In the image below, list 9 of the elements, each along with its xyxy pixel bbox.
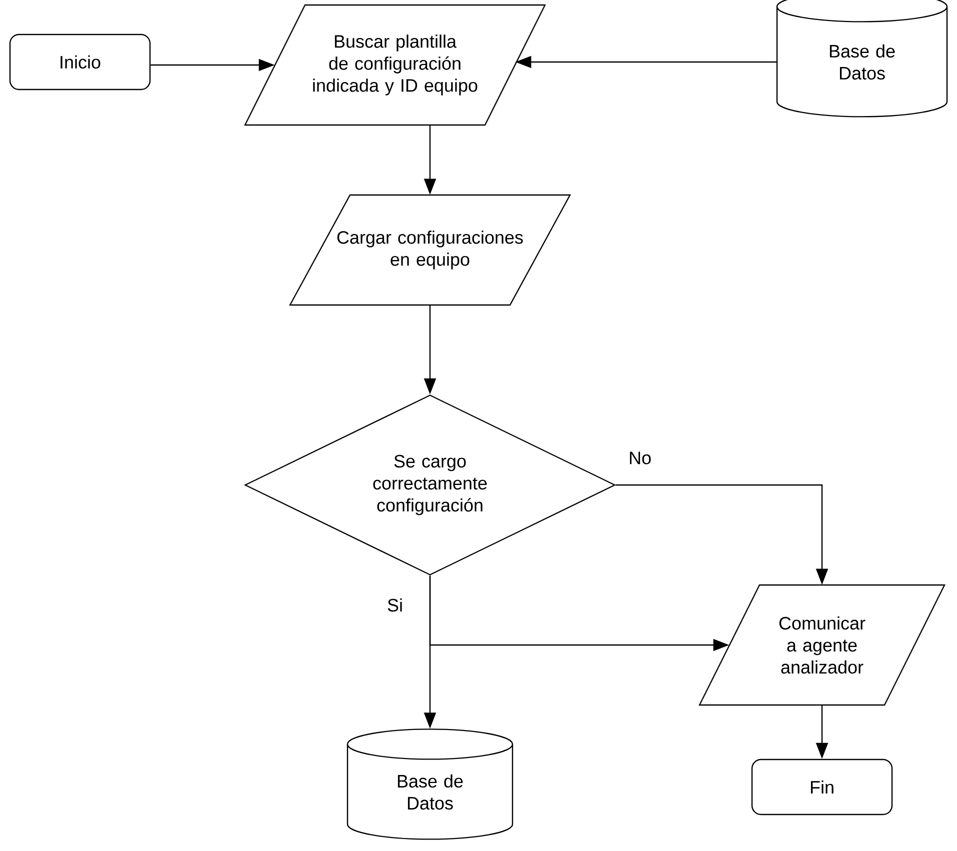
input-output-box: Comunicar a agente analizador xyxy=(698,584,946,706)
edge-label: Si xyxy=(385,596,405,614)
database-cylinder: Base de Datos xyxy=(776,0,948,118)
database-cylinder: Base de Datos xyxy=(346,728,514,840)
input-output-box: Cargar configuraciones en equipo xyxy=(289,194,572,306)
terminal-box: Fin xyxy=(751,758,893,816)
input-output-box: Buscar plantilla de configuración indicada y ID equipo xyxy=(244,4,546,126)
terminal-box: Inicio xyxy=(9,34,151,90)
edge-label: No xyxy=(626,450,654,466)
